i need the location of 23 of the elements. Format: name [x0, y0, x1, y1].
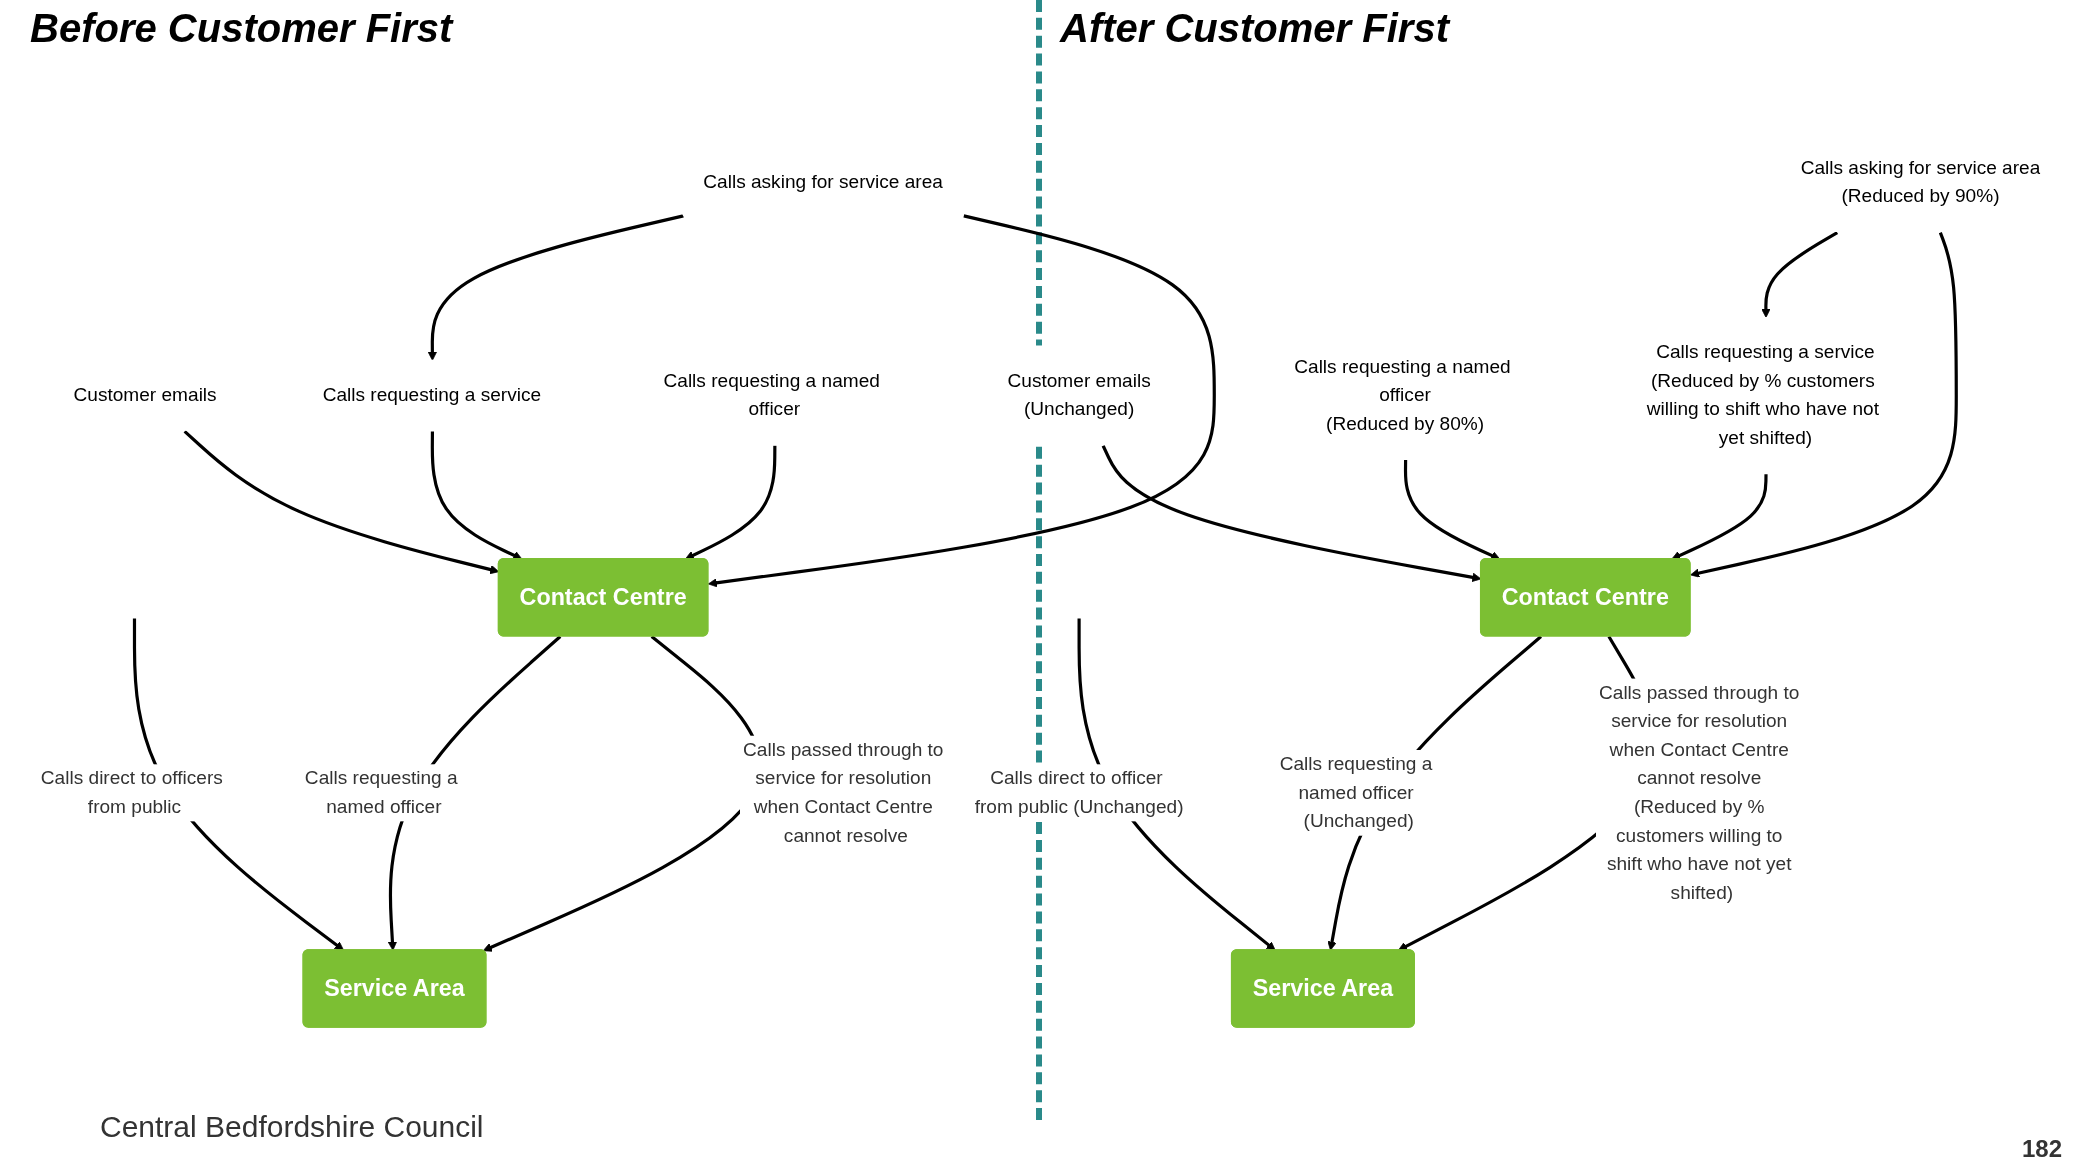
node-text: Calls requesting a named officer	[663, 370, 880, 420]
edge-label: Calls passed through to service for resolution when Contact Centre cannot resolve (Reduced by % customers willing to shift who have not yet shifted)	[1598, 681, 1800, 904]
arrow	[427, 214, 684, 361]
edge-label: Calls direct to officer from public (Unchanged)	[974, 767, 1184, 818]
footer-text: Central Bedfordshire Council	[100, 1110, 484, 1144]
node-text: Calls asking for service area	[703, 171, 943, 193]
arrow	[430, 431, 523, 560]
node-text: Calls requesting a service	[322, 384, 542, 406]
panel-heading: After Customer First	[1060, 6, 1449, 51]
panel-heading: Before Customer First	[30, 6, 453, 51]
node-text: Calls requesting a service (Reduced by % customers willing to shift who have not yet shifted)	[1646, 341, 1879, 449]
arrow	[708, 214, 1216, 588]
arrow	[1761, 231, 1839, 319]
edge-label: Calls direct to officers from public	[40, 767, 223, 818]
edge-label: Calls requesting a named officer (Unchanged)	[1279, 753, 1433, 832]
edge-label: Calls requesting a named officer	[304, 767, 458, 818]
page-number: 182	[2021, 1135, 2062, 1163]
node-text: Calls requesting a named officer (Reduced by 80%)	[1294, 355, 1511, 435]
arrow	[1690, 232, 1958, 578]
edge-label: Calls passed through to service for resolution when Contact Centre cannot resolve	[743, 739, 944, 847]
arrow	[684, 445, 777, 560]
node-text: Customer emails	[73, 384, 217, 406]
node-text: Calls asking for service area (Reduced by 90%)	[1800, 157, 2041, 207]
